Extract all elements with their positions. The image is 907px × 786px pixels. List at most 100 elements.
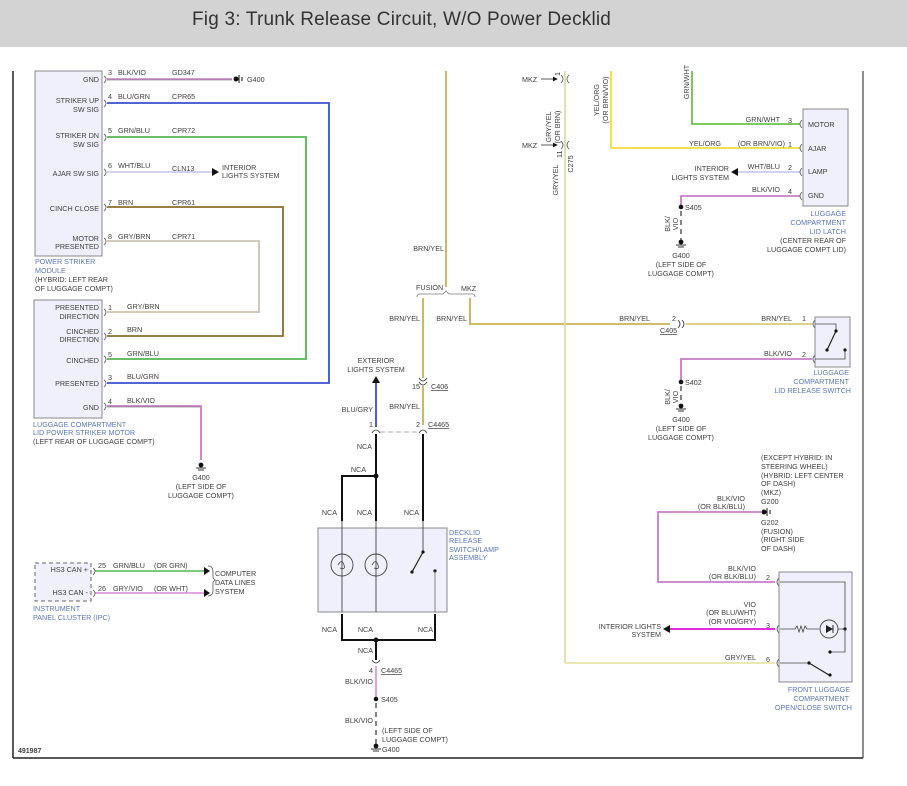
pin-number: 15 bbox=[412, 382, 420, 391]
wire-color: BLK/ bbox=[663, 216, 672, 232]
latch-location: (CENTER REAR OF bbox=[780, 236, 846, 245]
wire-color: BLK/VIO bbox=[345, 716, 373, 725]
ground-location: LUGGAGE COMPT) bbox=[648, 433, 714, 442]
pin-number: 2 bbox=[416, 420, 420, 429]
nca-label: NCA bbox=[358, 646, 373, 655]
ground-location: (LEFT SIDE OF bbox=[382, 726, 433, 735]
circuit-id: CPR71 bbox=[172, 232, 195, 241]
wire-color: YEL/ORG bbox=[592, 84, 601, 116]
ground-location: (LEFT SIDE OF bbox=[656, 424, 707, 433]
fusion-label: FUSION bbox=[416, 283, 443, 292]
pin-number: 1 bbox=[788, 140, 792, 149]
power-striker-module[interactable]: GND STRIKER UP SW SIG STRIKER DN SW SIG … bbox=[34, 70, 113, 293]
nca-label: NCA bbox=[418, 625, 433, 634]
wire-color: BLK/VIO bbox=[752, 185, 780, 194]
latch-location: LUGGAGE COMPT LID) bbox=[767, 245, 846, 254]
diagram-frame bbox=[12, 71, 864, 759]
front-luggage-compartment-open-close-switch[interactable]: FRONT LUGGAGE COMPARTMENT OPEN/CLOSE SWI… bbox=[775, 571, 853, 712]
luggage-compartment-lid-release-switch[interactable]: LUGGAGE COMPARTMENT LID RELEASE SWITCH bbox=[774, 316, 851, 395]
decklid-name: RELEASE bbox=[449, 536, 482, 545]
figure-id: 491987 bbox=[18, 748, 41, 755]
exterior-lights-target: EXTERIOR bbox=[358, 356, 395, 365]
pin-number: 25 bbox=[98, 561, 106, 570]
psm-pin-label: STRIKER UP bbox=[56, 96, 99, 105]
pin-number: 1 bbox=[802, 314, 806, 323]
wire-color: BLK/ bbox=[663, 389, 672, 405]
instrument-panel-cluster[interactable]: HS3 CAN + HS3 CAN - INSTRUMENT PANEL CLU… bbox=[33, 562, 110, 622]
circuit-id: GD347 bbox=[172, 68, 195, 77]
wire-color: BRN/YEL bbox=[389, 402, 420, 411]
wire-color: VIO bbox=[671, 217, 680, 230]
decklid-name: SWITCH/LAMP bbox=[449, 545, 499, 554]
pin-number: 2 bbox=[672, 314, 676, 323]
connector-symbols bbox=[92, 74, 816, 668]
wire-color: WHT/BLU bbox=[118, 161, 150, 170]
pin-number: 4 bbox=[788, 187, 792, 196]
interior-lights-target: SYSTEM bbox=[631, 630, 661, 639]
wire-color: (OR VIO/GRY) bbox=[709, 617, 756, 626]
release-switch-name: COMPARTMENT bbox=[793, 377, 849, 386]
data-lines-target: COMPUTER bbox=[215, 569, 256, 578]
wire-color: BRN/YEL bbox=[619, 314, 650, 323]
circuit-id: CPR61 bbox=[172, 198, 195, 207]
pin-number: 5 bbox=[108, 126, 112, 135]
decklid-name: DECKLID bbox=[449, 528, 480, 537]
wire-color: GRY/BRN bbox=[118, 232, 151, 241]
nca-label: NCA bbox=[357, 508, 372, 517]
splice-id: S405 bbox=[381, 695, 398, 704]
wire-color: VIO bbox=[744, 600, 757, 609]
wire-color: BLK/VIO bbox=[717, 494, 745, 503]
motor-pin-label: CINCHED bbox=[66, 356, 99, 365]
wire-color: GRY/YEL bbox=[551, 164, 560, 195]
ground-location: (LEFT SIDE OF bbox=[656, 260, 707, 269]
psm-gnd-target: G400 bbox=[247, 75, 265, 84]
connector-id: C4465 bbox=[428, 420, 449, 429]
wire-color: GRY/VIO bbox=[113, 584, 143, 593]
connector-id: C406 bbox=[431, 382, 448, 391]
wire-color: GRN/BLU bbox=[113, 561, 145, 570]
ground-id: G400 bbox=[672, 415, 690, 424]
psm-pin-label: MOTOR bbox=[72, 234, 99, 243]
mkz-label: MKZ bbox=[522, 75, 538, 84]
wire-color: BLU/GRN bbox=[127, 372, 159, 381]
nca-label: NCA bbox=[322, 508, 337, 517]
decklid-name: ASSEMBLY bbox=[449, 553, 487, 562]
pin-number: 3 bbox=[788, 116, 792, 125]
wire-color: GRN/WHT bbox=[746, 115, 781, 124]
wire-color: GRY/YEL bbox=[725, 653, 756, 662]
release-switch-name: LID RELEASE SWITCH bbox=[774, 386, 851, 395]
splice-id: S402 bbox=[685, 378, 702, 387]
motor-name: LID POWER STRIKER MOTOR bbox=[33, 428, 135, 437]
psm-location: OF LUGGAGE COMPT) bbox=[35, 284, 113, 293]
wire-color: GRN/BLU bbox=[118, 126, 150, 135]
wire-color: BRN bbox=[118, 198, 133, 207]
release-switch-name: LUGGAGE bbox=[813, 368, 849, 377]
exterior-lights-target: LIGHTS SYSTEM bbox=[347, 365, 405, 374]
figure-title: Fig 3: Trunk Release Circuit, W/O Power … bbox=[192, 9, 612, 30]
pin-number: 1 bbox=[369, 420, 373, 429]
pin-number: 1 bbox=[108, 303, 112, 312]
psm-pin-label: PRESENTED bbox=[55, 242, 99, 251]
nca-label: NCA bbox=[357, 442, 372, 451]
lid-power-striker-motor[interactable]: PRESENTED DIRECTION CINCHED DIRECTION CI… bbox=[33, 299, 155, 446]
ground-note: (FUSION) bbox=[761, 527, 793, 536]
latch-pin-label: LAMP bbox=[808, 167, 828, 176]
latch-pin-label: GND bbox=[808, 191, 824, 200]
front-switch-name: COMPARTMENT bbox=[793, 694, 849, 703]
data-lines-target: SYSTEM bbox=[215, 587, 245, 596]
latch-pin-label: MOTOR bbox=[808, 120, 835, 129]
ipc-wires: 25 GRN/BLU (OR GRN) 26 GRY/VIO (OR WHT) … bbox=[95, 561, 256, 597]
lid-latch-wires: GRN/WHT 3 YEL/ORG (OR BRN/VIO) 1 WHT/BLU… bbox=[648, 115, 800, 278]
nca-label: NCA bbox=[351, 465, 366, 474]
luggage-compartment-lid-latch[interactable]: MOTOR AJAR LAMP GND LUGGAGE COMPARTMENT … bbox=[767, 108, 849, 254]
pin-number: 1 bbox=[553, 72, 562, 76]
decklid-release-switch-lamp-assembly[interactable]: DECKLID RELEASE SWITCH/LAMP ASSEMBLY bbox=[317, 521, 499, 613]
psm-name: MODULE bbox=[35, 266, 66, 275]
motor-location: (LEFT REAR OF LUGGAGE COMPT) bbox=[33, 437, 155, 446]
ipc-name: PANEL CLUSTER (IPC) bbox=[33, 613, 110, 622]
ground-note: (EXCEPT HYBRID: IN bbox=[761, 453, 832, 462]
pin-number: 26 bbox=[98, 584, 106, 593]
front-switch-wires: (EXCEPT HYBRID: IN STEERING WHEEL) (HYBR… bbox=[565, 453, 844, 664]
wire-color: BLU/GRY bbox=[342, 405, 374, 414]
motor-pin-label: GND bbox=[83, 403, 99, 412]
